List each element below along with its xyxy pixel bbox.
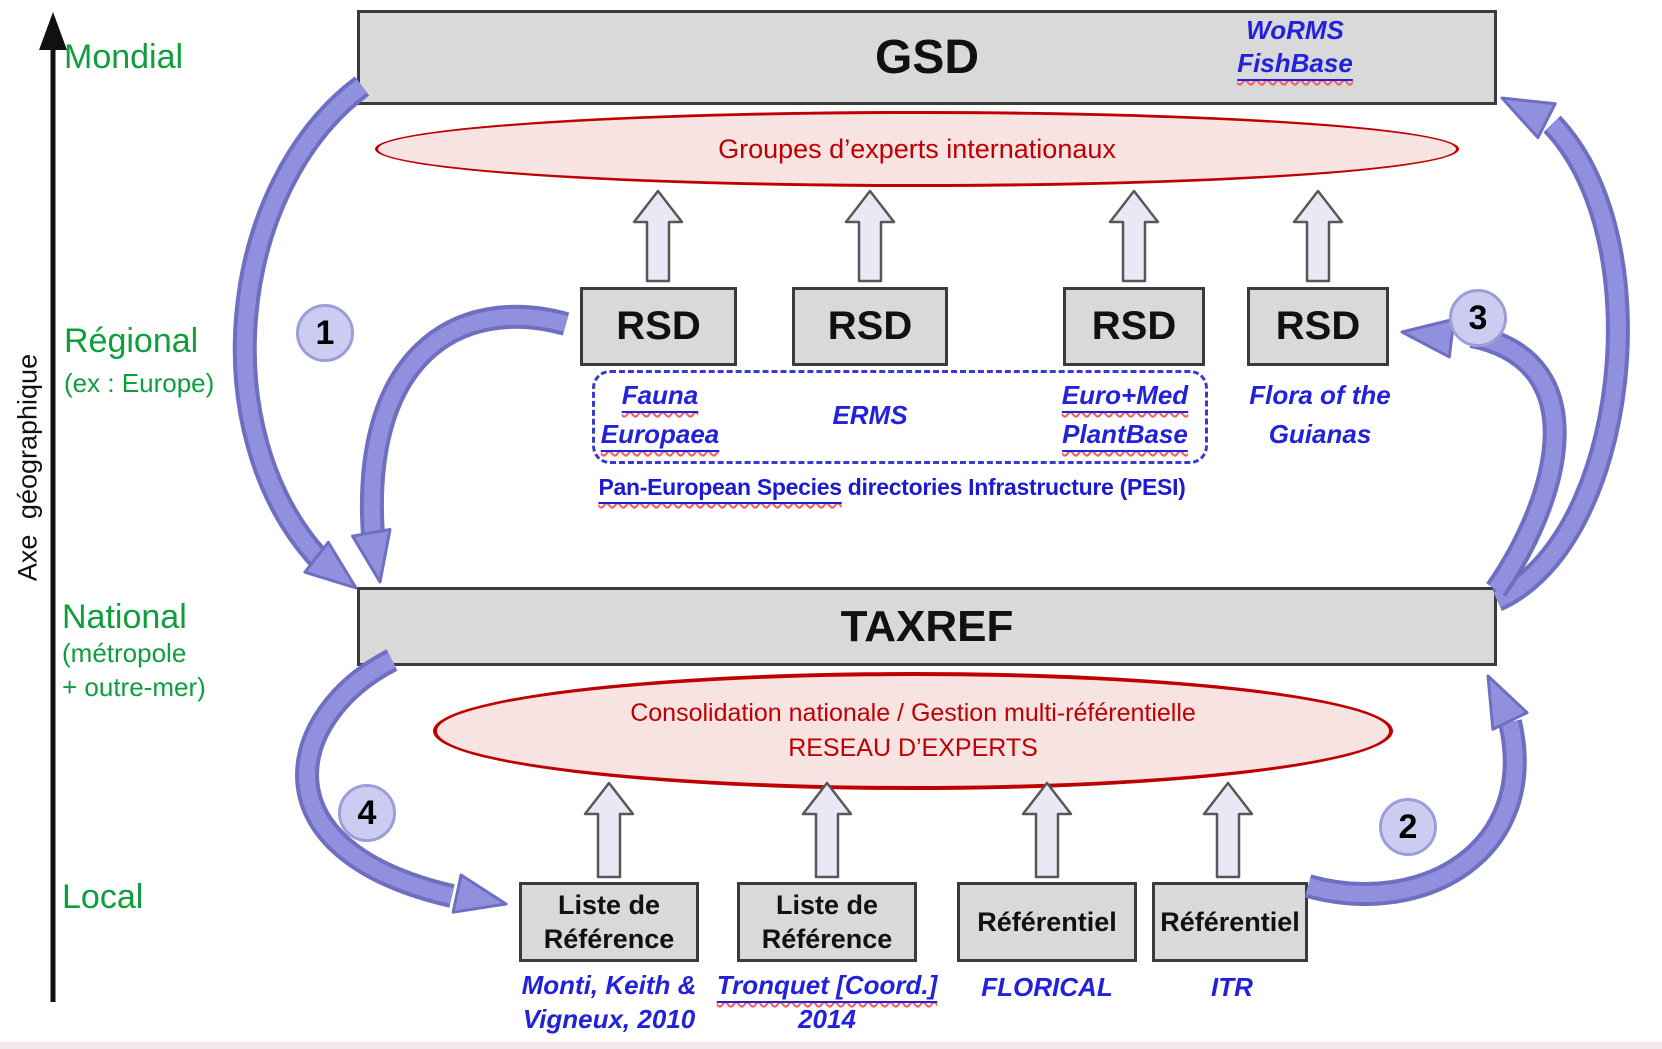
international-experts-ellipse: Groupes d’experts internationaux — [375, 111, 1459, 187]
up-block-arrow-icon — [844, 189, 896, 283]
up-block-arrow-icon — [1202, 781, 1254, 879]
referentiel-box-1: Référentiel — [957, 882, 1137, 962]
axis-level-national-sub1: (métropole — [62, 638, 187, 668]
axis-level-mondial: Mondial — [64, 38, 184, 76]
referentiel-box-2: Référentiel — [1152, 882, 1308, 962]
flow-arrow-rsd-to-taxref — [351, 304, 570, 584]
gsd-label: GSD — [874, 31, 979, 84]
fishbase-label: FishBase — [1237, 48, 1353, 78]
taxref-box: TAXREF — [357, 587, 1497, 666]
itr-caption: ITR — [1211, 972, 1253, 1002]
tronquet-caption: Tronquet [Coord.] 2014 — [716, 970, 938, 1034]
up-block-arrow-icon — [583, 781, 635, 879]
rsd-box-3: RSD — [1063, 287, 1205, 366]
euromed-plantbase-caption: Euro+Med PlantBase — [1061, 380, 1189, 449]
axis-level-national: National — [62, 598, 187, 636]
liste-reference-box-2: Liste de Référence — [737, 882, 917, 962]
rsd-label-4: RSD — [1275, 304, 1361, 348]
pesi-dashed-frame — [592, 370, 1208, 464]
liste-reference-label-2: Liste de Référence — [761, 890, 893, 954]
up-block-arrow-icon — [632, 189, 684, 283]
axis-arrowhead-icon — [39, 12, 67, 50]
referentiel-label-2: Référentiel — [1160, 906, 1300, 937]
flora-guianas-caption: Flora of the Guianas — [1249, 380, 1391, 449]
step-circle-1: 1 — [296, 304, 354, 362]
rsd-label-2: RSD — [827, 304, 913, 348]
rsd-label-1: RSD — [616, 304, 701, 348]
flow-arrow-taxref-to-liste — [295, 649, 508, 914]
gsd-box: GSD — [357, 10, 1497, 105]
up-block-arrow-icon — [801, 781, 853, 879]
erms-caption: ERMS — [832, 400, 908, 430]
taxref-label: TAXREF — [840, 601, 1014, 651]
up-block-arrow-icon — [1292, 189, 1344, 283]
monti-caption: Monti, Keith & Vigneux, 2010 — [521, 970, 697, 1034]
flow-arrow-referentiel-to-taxref — [1304, 674, 1529, 906]
axis-level-local: Local — [62, 878, 144, 916]
flow-arrow-taxref-to-rsd — [1400, 317, 1567, 597]
up-block-arrow-icon — [1108, 189, 1160, 283]
bottom-edge-strip — [0, 1042, 1662, 1049]
rsd-box-4: RSD — [1247, 287, 1389, 366]
rsd-box-2: RSD — [792, 287, 948, 366]
rsd-box-1: RSD — [580, 287, 737, 366]
gsd-examples: WoRMS FishBase — [1160, 14, 1430, 80]
national-experts-line2: RESEAU D’EXPERTS — [788, 734, 1038, 762]
worms-label: WoRMS — [1246, 15, 1344, 45]
flow-arrow-taxref-to-gsd — [1491, 96, 1630, 611]
pesi-label: Pan-European Species directories Infrast… — [598, 474, 1186, 500]
liste-reference-box-1: Liste de Référence — [519, 882, 699, 962]
axis-level-regional: Régional — [64, 322, 199, 360]
international-experts-label: Groupes d’experts internationaux — [718, 133, 1116, 164]
step-circle-3: 3 — [1449, 289, 1507, 347]
axis-title: Axe géographique — [12, 353, 43, 582]
liste-reference-label-1: Liste de Référence — [543, 890, 675, 954]
national-experts-ellipse: Consolidation nationale / Gestion multi-… — [433, 672, 1393, 790]
national-experts-line1: Consolidation nationale / Gestion multi-… — [630, 699, 1196, 727]
fauna-europaea-caption: Fauna Europaea — [600, 380, 720, 449]
rsd-label-3: RSD — [1091, 304, 1177, 348]
up-block-arrow-icon — [1021, 781, 1073, 879]
referentiel-label-1: Référentiel — [977, 906, 1117, 937]
step-circle-2: 2 — [1379, 798, 1437, 856]
florical-caption: FLORICAL — [981, 972, 1113, 1002]
axis-level-national-sub2: + outre-mer) — [62, 672, 206, 702]
axis-level-regional-sub: (ex : Europe) — [64, 368, 215, 398]
step-circle-4: 4 — [338, 784, 396, 842]
